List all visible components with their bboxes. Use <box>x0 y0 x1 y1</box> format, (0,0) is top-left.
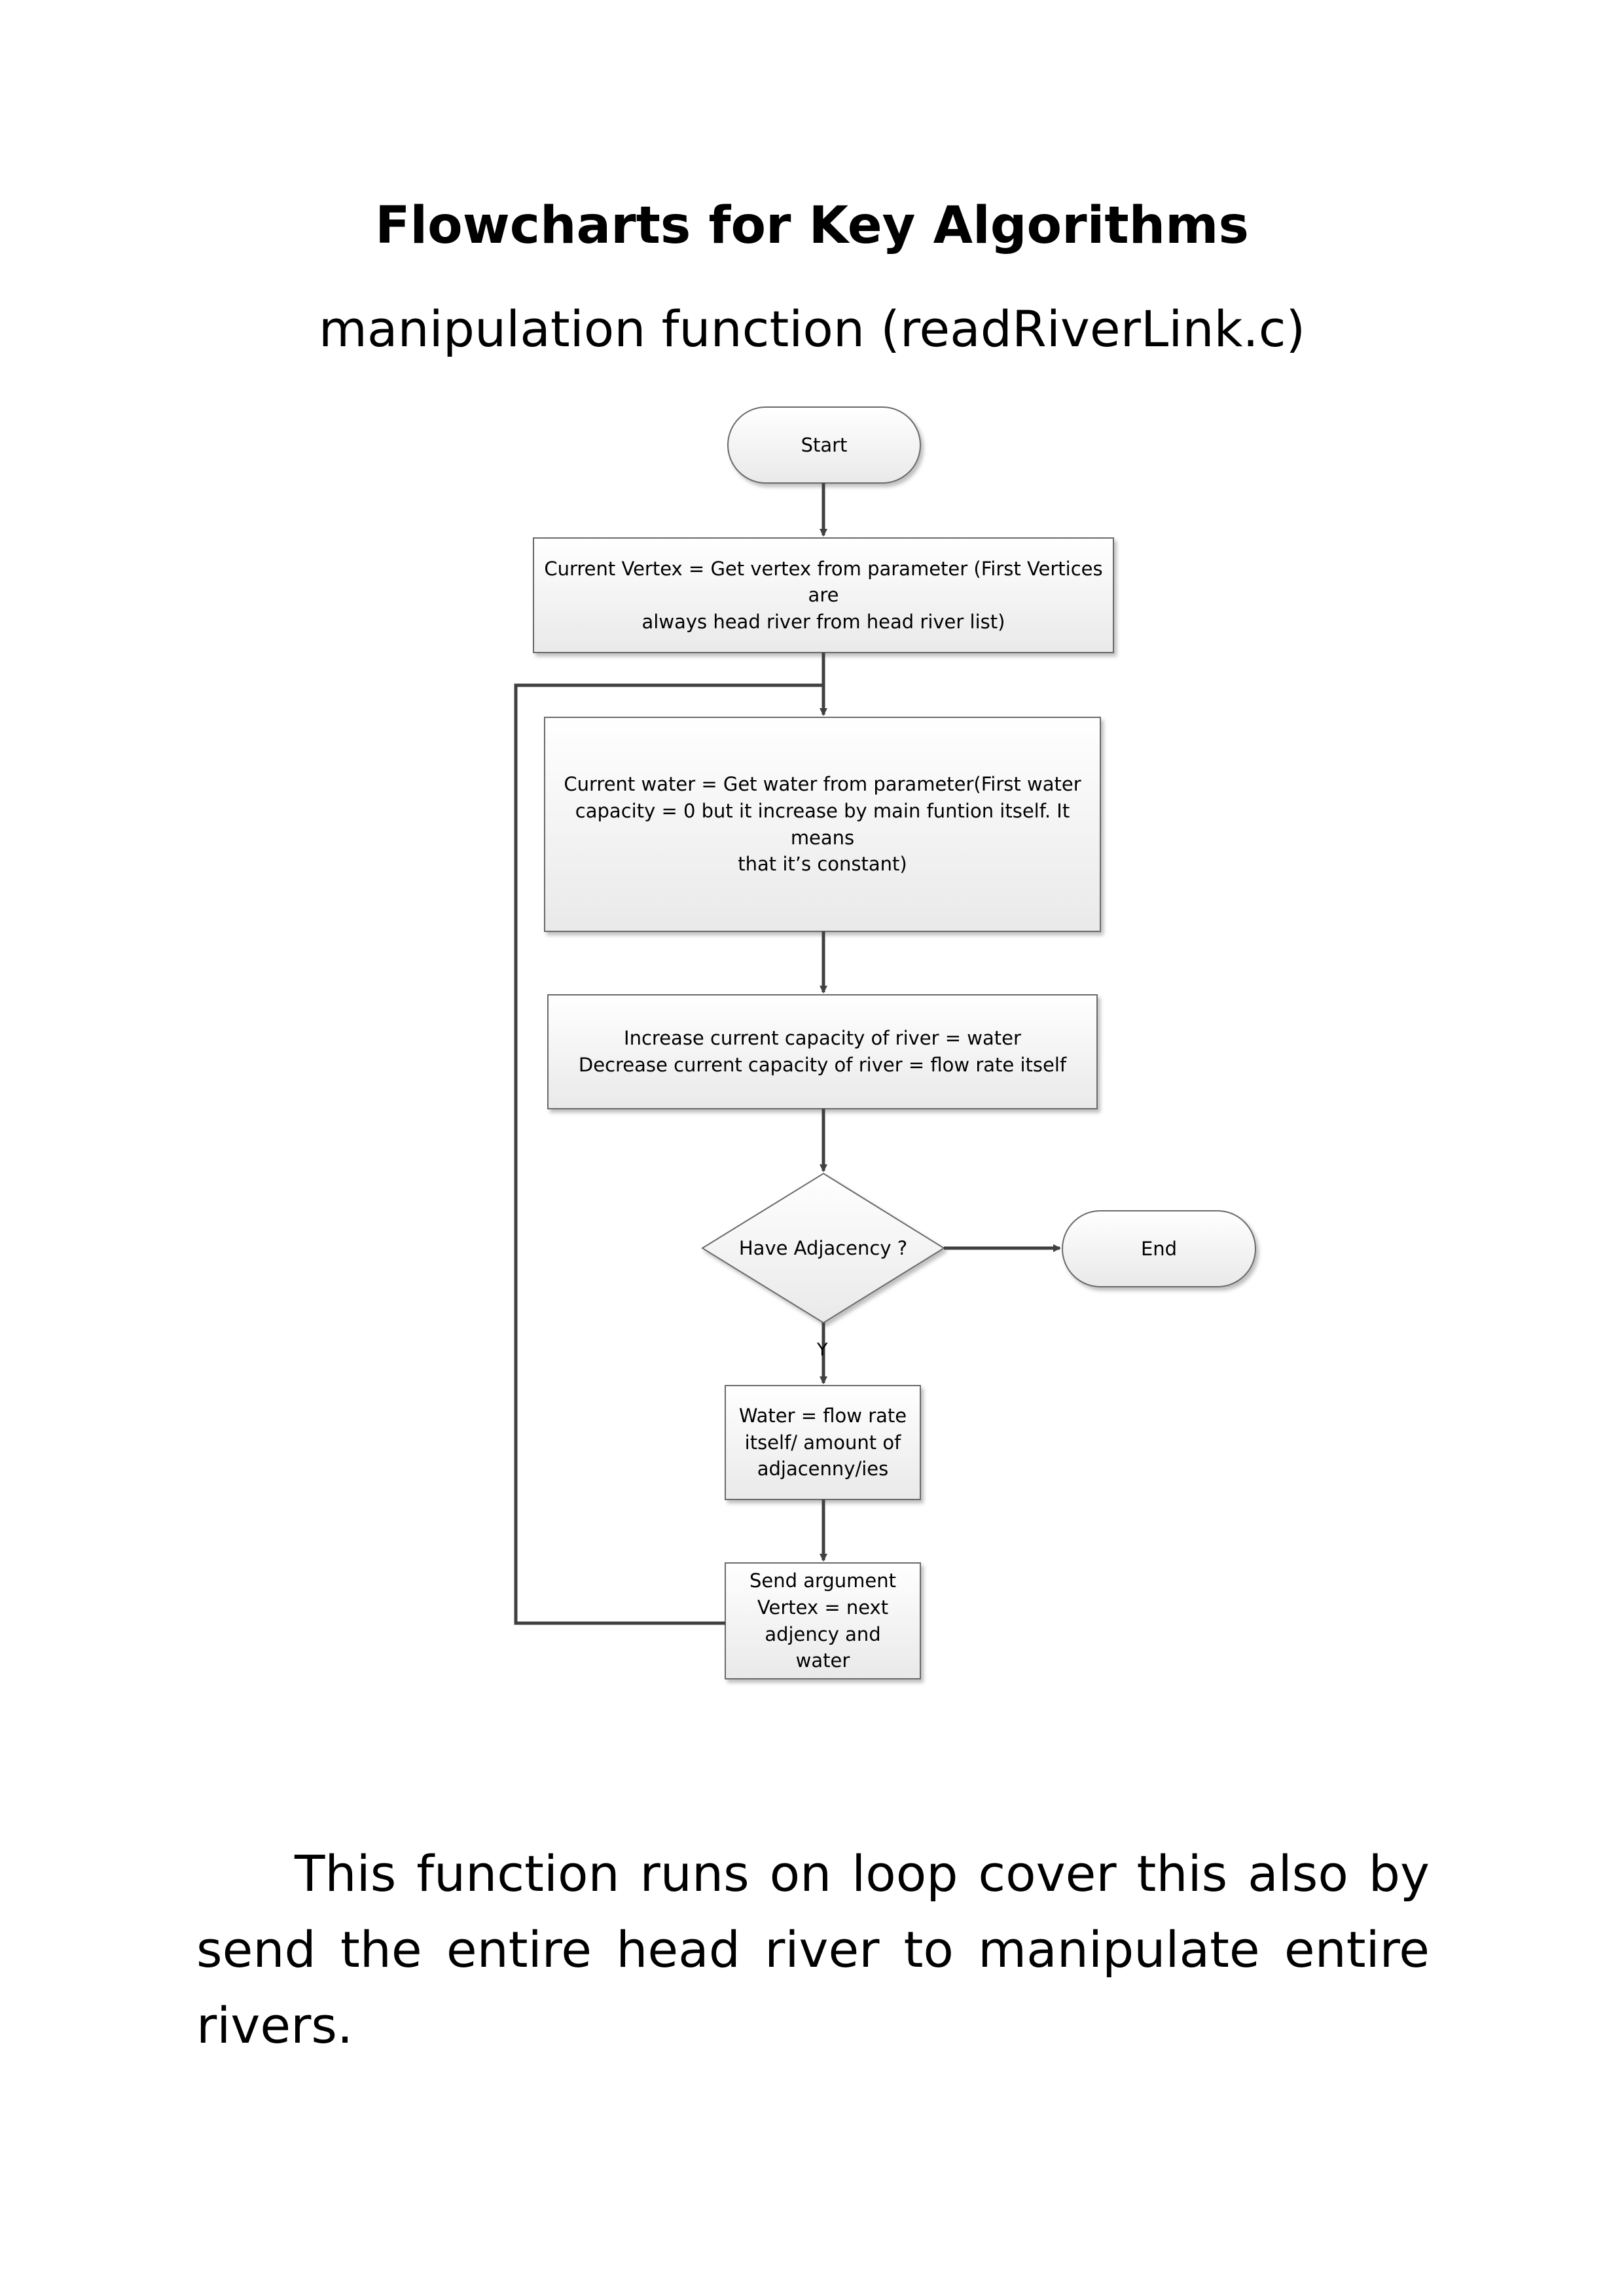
current-vertex-label: Current Vertex = Get vertex from paramet… <box>544 557 1103 633</box>
start-label: Start <box>801 433 848 456</box>
edge-loop-back <box>514 683 823 1625</box>
end-terminal <box>1062 1210 1256 1287</box>
page-title: Flowcharts for Key Algorithms <box>375 196 1249 255</box>
capacity-label: Increase current capacity of river = wat… <box>578 1027 1067 1076</box>
page-subtitle: manipulation function (readRiverLink.c) <box>318 300 1306 358</box>
water-process <box>725 1385 921 1500</box>
send-argument-label: Send argument Vertex = next adjency and … <box>749 1570 897 1672</box>
current-water-process <box>544 717 1101 932</box>
yes-edge-label: Y <box>817 1340 828 1360</box>
body-paragraph: This function runs on loop cover this al… <box>196 1844 1430 2054</box>
decision-label: Have Adjacency ? <box>738 1236 908 1259</box>
water-label: Water = flow rate itself/ amount of adja… <box>738 1405 907 1480</box>
send-argument-process <box>725 1562 921 1679</box>
end-label: End <box>1140 1237 1178 1260</box>
current-water-label: Current water = Get water from parameter… <box>564 773 1081 876</box>
current-vertex-process <box>533 537 1114 653</box>
